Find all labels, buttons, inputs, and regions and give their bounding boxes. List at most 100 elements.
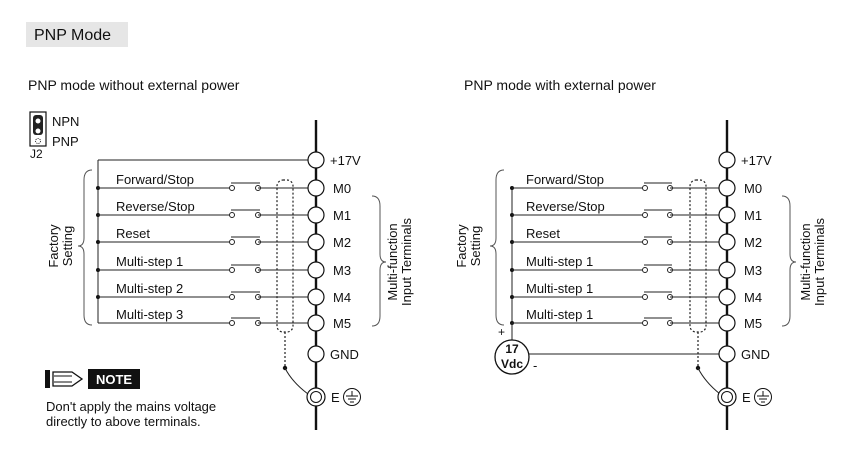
terminal-m3 — [718, 261, 736, 279]
terminal-m5 — [307, 314, 325, 332]
terminal-m0 — [307, 179, 325, 197]
input-row: Reset — [96, 226, 308, 245]
factory-setting-bracket — [77, 169, 93, 326]
right-title: PNP mode with external power — [464, 77, 656, 93]
jumper-j2: NPN PNP J2 — [29, 111, 79, 161]
switch-contact — [229, 294, 235, 300]
terminal-label-gnd: GND — [741, 347, 770, 362]
terminal-label-earth: E — [742, 390, 751, 405]
input-label-forward-stop: Forward/Stop — [116, 172, 194, 187]
switch-contact — [229, 185, 235, 191]
terminal-gnd — [307, 345, 325, 363]
earth-ground-ring — [343, 388, 361, 406]
factory-setting-bracket — [489, 169, 505, 326]
terminal-label-17v: +17V — [741, 153, 772, 168]
terminal-label-17v: +17V — [330, 153, 361, 168]
dc-source-value: 17 — [505, 342, 519, 356]
terminal-m3 — [307, 261, 325, 279]
dc-source-unit: Vdc — [501, 357, 523, 371]
jumper-pin — [35, 128, 41, 134]
multi-function-label-1: Multi-function — [385, 223, 400, 300]
earth-ground-icon — [754, 388, 772, 406]
dc-source-icon — [494, 339, 530, 375]
terminal-m4 — [718, 288, 736, 306]
multi-function-bracket — [781, 195, 797, 327]
input-row: Multi-step 3 — [98, 307, 308, 326]
switch-contact — [642, 185, 648, 191]
shield-to-earth — [697, 367, 721, 395]
left-diagram: PNP mode without external power NPN PNP … — [28, 77, 414, 430]
switch-contact — [642, 320, 648, 326]
dc-source-minus: - — [533, 358, 537, 373]
terminal-label-earth: E — [331, 390, 340, 405]
terminal-label-m5: M5 — [744, 316, 762, 331]
terminal-17v — [718, 151, 736, 169]
terminal-m2 — [307, 233, 325, 251]
terminal-label-m1: M1 — [744, 208, 762, 223]
left-title: PNP mode without external power — [28, 77, 240, 93]
terminal-gnd — [718, 345, 736, 363]
dc-source-plus: + — [498, 325, 505, 339]
switch-contact — [229, 267, 235, 273]
terminal-label-m4: M4 — [333, 290, 351, 305]
input-label-multi-step-3: Multi-step 3 — [116, 307, 183, 322]
terminal-m1 — [307, 206, 325, 224]
jumper-label: J2 — [30, 147, 43, 161]
switch-contact — [642, 267, 648, 273]
right-diagram: PNP mode with external power Factory Set… — [454, 77, 827, 430]
shield-to-earth — [284, 367, 309, 395]
input-row: Multi-step 1 — [510, 254, 719, 273]
cable-shield — [689, 179, 707, 333]
terminal-label-m0: M0 — [333, 181, 351, 196]
switch-contact — [229, 212, 235, 218]
input-row: Reverse/Stop — [510, 199, 719, 218]
input-label-reset: Reset — [526, 226, 560, 241]
note-line-2: directly to above terminals. — [46, 414, 201, 429]
input-label-multi-step-1: Multi-step 1 — [526, 281, 593, 296]
multi-function-label-1: Multi-function — [798, 223, 813, 300]
terminal-label-m3: M3 — [744, 263, 762, 278]
terminal-label-m2: M2 — [333, 235, 351, 250]
terminal-label-m3: M3 — [333, 263, 351, 278]
factory-setting-label-2: Setting — [468, 226, 483, 266]
terminal-label-m5: M5 — [333, 316, 351, 331]
multi-function-label-2: Input Terminals — [812, 218, 827, 306]
jumper-npn-label: NPN — [52, 114, 79, 129]
input-label-reverse-stop: Reverse/Stop — [116, 199, 195, 214]
input-row: Multi-step 1 — [96, 254, 308, 273]
input-label-multi-step-2: Multi-step 2 — [116, 281, 183, 296]
switch-contact — [642, 239, 648, 245]
jumper-pin — [35, 118, 41, 124]
terminal-17v — [307, 151, 325, 169]
earth-ground-icon — [343, 388, 361, 406]
note-arrow-icon — [52, 371, 84, 387]
earth-ground-ring — [754, 388, 772, 406]
switch-contact — [642, 294, 648, 300]
note-block: NOTE Don't apply the mains voltage direc… — [45, 369, 216, 429]
input-row: Reverse/Stop — [96, 199, 308, 218]
terminal-m1 — [718, 206, 736, 224]
input-row: Forward/Stop — [96, 172, 308, 191]
terminal-label-m2: M2 — [744, 235, 762, 250]
switch-contact — [229, 320, 235, 326]
terminal-label-m4: M4 — [744, 290, 762, 305]
multi-function-label-2: Input Terminals — [399, 218, 414, 306]
mode-title-background — [26, 22, 128, 47]
switch-contact — [229, 239, 235, 245]
input-label-reverse-stop: Reverse/Stop — [526, 199, 605, 214]
input-row: Multi-step 1 — [510, 281, 719, 300]
terminal-m0 — [718, 179, 736, 197]
note-icon-bar — [45, 370, 50, 388]
note-line-1: Don't apply the mains voltage — [46, 399, 216, 414]
note-badge — [88, 369, 140, 389]
terminal-label-gnd: GND — [330, 347, 359, 362]
input-row: Multi-step 1 — [510, 307, 719, 326]
input-label-multi-step-1: Multi-step 1 — [116, 254, 183, 269]
terminal-label-m0: M0 — [744, 181, 762, 196]
terminal-earth — [717, 387, 737, 407]
jumper-pnp-label: PNP — [52, 134, 79, 149]
input-row: Reset — [510, 226, 719, 245]
input-row: Forward/Stop — [510, 172, 719, 191]
factory-setting-label-1: Factory — [46, 224, 61, 268]
